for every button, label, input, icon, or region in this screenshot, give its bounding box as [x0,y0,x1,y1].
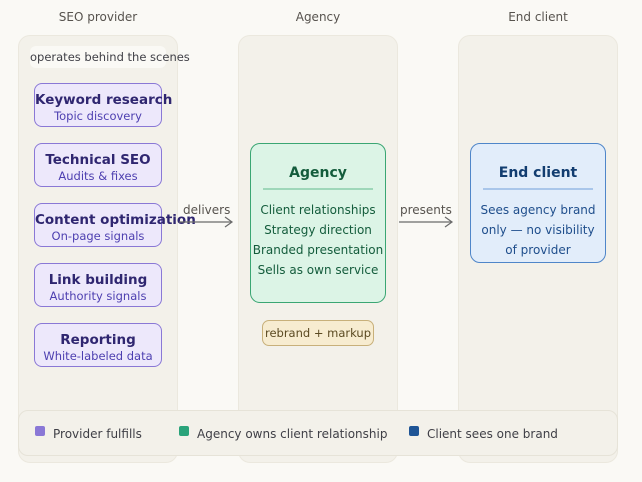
service-title: Link building [48,272,148,288]
service-content-optimization: Content optimization On-page signals [34,203,196,247]
service-subtitle: Authority signals [49,289,147,303]
service-technical-seo: Technical SEO Audits & fixes [34,143,162,187]
service-link-building: Link building Authority signals [34,263,162,307]
client-line: of provider [505,243,571,257]
legend: Provider fulfills Agency owns client rel… [18,410,618,456]
service-title: Technical SEO [45,152,151,168]
service-subtitle: Topic discovery [54,109,142,123]
agency-line: Client relationships [260,203,376,217]
column-title-agency: Agency [295,10,341,24]
provider-note: operates behind the scenes [30,46,190,68]
presents-label: presents [400,203,452,217]
service-subtitle: On-page signals [51,229,145,243]
client-box: End client Sees agency brand only — no v… [470,143,606,263]
service-subtitle: White-labeled data [43,349,153,363]
delivers-arrow [179,216,234,228]
agency-line: Branded presentation [252,243,384,257]
delivers-label: delivers [183,203,231,217]
client-box-divider [483,188,593,190]
service-title: Reporting [60,332,136,348]
legend-swatch-agency [179,426,189,436]
agency-box: Agency Client relationships Strategy dir… [250,143,386,303]
agency-line: Strategy direction [264,223,372,237]
markup-tag: rebrand + markup [262,320,374,346]
legend-swatch-client [409,426,419,436]
agency-line: Sells as own service [257,263,379,277]
legend-label-agency: Agency owns client relationship [197,427,388,441]
service-title: Content optimization [35,212,196,228]
agency-box-divider [263,188,373,190]
service-keyword-research: Keyword research Topic discovery [34,83,173,127]
agency-box-title: Agency [289,165,347,181]
service-subtitle: Audits & fixes [58,169,138,183]
client-line: only — no visibility [481,223,595,237]
service-reporting: Reporting White-labeled data [34,323,162,367]
presents-arrow [399,216,454,228]
legend-swatch-provider [35,426,45,436]
column-title-client: End client [508,10,568,24]
client-box-title: End client [498,165,578,181]
column-title-provider: SEO provider [58,10,138,24]
legend-label-provider: Provider fulfills [53,427,142,441]
client-line: Sees agency brand [480,203,596,217]
service-title: Keyword research [35,92,173,108]
legend-label-client: Client sees one brand [427,427,558,441]
